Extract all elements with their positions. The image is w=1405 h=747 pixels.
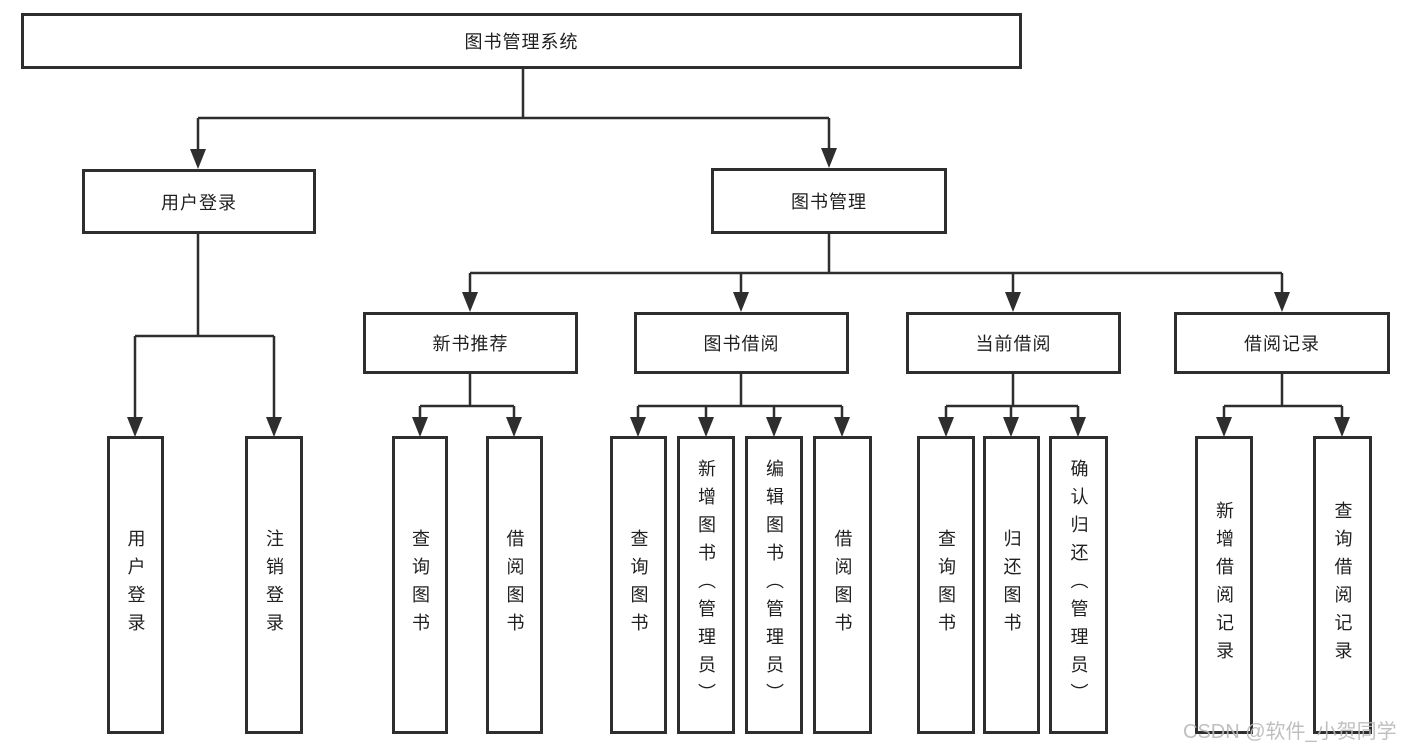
leaf-query-borrow-record: 查询借阅记录 xyxy=(1313,436,1372,734)
leaf-query-books-recommend: 查询图书 xyxy=(392,436,448,734)
node-label: 当前借阅 xyxy=(975,334,1052,354)
node-label: 图书借阅 xyxy=(703,334,780,354)
node-label: 归还图书 xyxy=(1001,529,1022,641)
leaf-return-books: 归还图书 xyxy=(983,436,1040,734)
leaf-borrow-books: 借阅图书 xyxy=(813,436,872,734)
node-label: 查询图书 xyxy=(936,529,956,641)
node-label: 借阅记录 xyxy=(1244,334,1320,354)
node-book-management: 图书管理 xyxy=(711,168,947,234)
node-label: 图书管理系统 xyxy=(464,32,579,52)
csdn-watermark: CSDN @软件_小贺同学 xyxy=(1183,721,1397,743)
node-label: 借阅图书 xyxy=(504,529,525,641)
leaf-query-books-current: 查询图书 xyxy=(917,436,975,734)
node-new-book-recommend: 新书推荐 xyxy=(363,312,578,374)
node-label: 用户登录 xyxy=(125,529,146,641)
node-label: 新书推荐 xyxy=(432,334,509,354)
node-label: 编辑图书（管理员） xyxy=(764,459,784,711)
arrowheads xyxy=(127,148,1350,437)
leaf-logout: 注销登录 xyxy=(245,436,303,734)
leaf-confirm-return-admin: 确认归还（管理员） xyxy=(1049,436,1108,734)
node-label: 查询图书 xyxy=(410,529,430,641)
node-label: 借阅图书 xyxy=(832,529,853,641)
node-user-login: 用户登录 xyxy=(82,169,316,234)
leaf-add-borrow-record: 新增借阅记录 xyxy=(1195,436,1253,734)
node-label: 用户登录 xyxy=(161,192,237,213)
node-label: 确认归还（管理员） xyxy=(1068,459,1089,711)
node-label: 图书管理 xyxy=(791,192,867,212)
node-borrow-records: 借阅记录 xyxy=(1174,312,1390,374)
node-label: 查询借阅记录 xyxy=(1332,501,1353,669)
node-label: 查询图书 xyxy=(628,529,649,641)
node-book-borrowing: 图书借阅 xyxy=(634,312,849,374)
tree-edges xyxy=(133,68,1344,418)
leaf-query-books-borrowing: 查询图书 xyxy=(610,436,667,734)
node-current-borrowing: 当前借阅 xyxy=(906,312,1121,374)
leaf-borrow-books-recommend: 借阅图书 xyxy=(486,436,543,734)
leaf-edit-books-admin: 编辑图书（管理员） xyxy=(745,436,803,734)
node-label: 新增借阅记录 xyxy=(1214,501,1234,669)
leaf-user-login: 用户登录 xyxy=(107,436,164,734)
node-label: 新增图书（管理员） xyxy=(696,459,716,711)
node-library-management-system: 图书管理系统 xyxy=(21,13,1022,69)
leaf-add-books-admin: 新增图书（管理员） xyxy=(677,436,735,734)
node-label: 注销登录 xyxy=(264,529,284,641)
